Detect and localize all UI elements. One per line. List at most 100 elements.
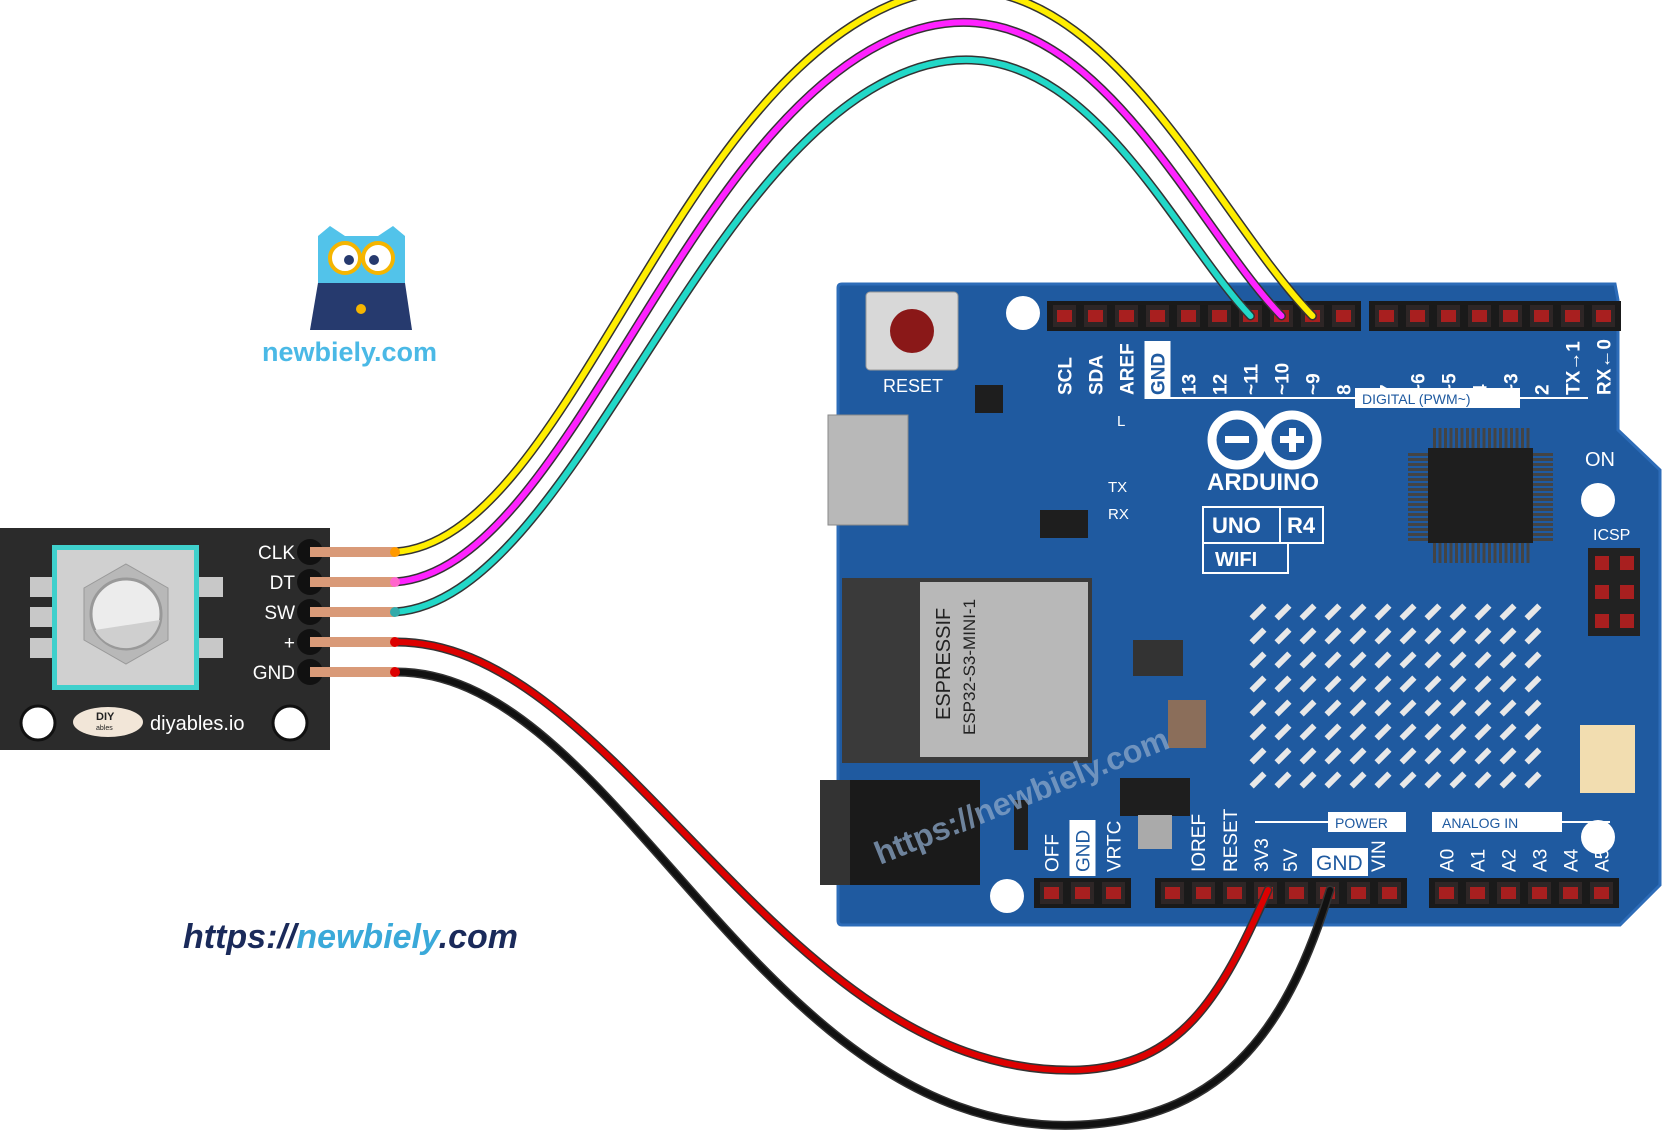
- crystal: [1168, 700, 1206, 748]
- digital-pwm-label: DIGITAL (PWM~): [1362, 391, 1471, 407]
- voltage-regulator: [1120, 778, 1190, 816]
- arduino-logo: [1207, 410, 1322, 470]
- renesas-mcu-chip: [1428, 448, 1533, 543]
- pin-label-5v: 5V: [1281, 848, 1302, 872]
- wire-clk-to-9: [392, 0, 1316, 555]
- analog-header: [1429, 878, 1619, 908]
- wire-plus-to-3v3: [392, 638, 1271, 1074]
- mounting-hole: [1581, 483, 1615, 517]
- pin-label-a5: A5: [1593, 849, 1614, 872]
- variant-text: WIFI: [1215, 549, 1257, 571]
- smd-component: [975, 385, 1003, 413]
- module-pin-lead: [310, 577, 395, 587]
- wire-end-dot: [390, 577, 400, 587]
- analog-header-housing: [1429, 878, 1619, 908]
- reset-button-cap: [890, 309, 934, 353]
- pin-label-3v3: 3V3: [1252, 838, 1273, 872]
- module-brand-text: diyables.io: [150, 713, 245, 735]
- esp32-vendor: ESPRESSIF: [933, 608, 955, 720]
- wire-end-dot: [390, 637, 400, 647]
- pin-label-a1: A1: [1469, 849, 1490, 872]
- module-pin-label-dt: DT: [270, 573, 296, 594]
- pin-label-ioref: IOREF: [1189, 814, 1210, 872]
- led-tx-label: TX: [1108, 479, 1127, 496]
- module-pin-lead: [310, 667, 395, 677]
- module-pin-label-clk: CLK: [258, 543, 295, 564]
- mounting-hole: [271, 704, 309, 742]
- usb-c-connector: [827, 414, 909, 526]
- site-name: newbiely.com: [262, 337, 437, 367]
- icsp-label: ICSP: [1593, 527, 1630, 544]
- model-text: UNO: [1212, 513, 1261, 538]
- digital-pin-labels: SCLSDAAREFGND1312~11~10~987~6~54~32TX→1R…: [1056, 339, 1616, 399]
- mounting-hole: [1581, 820, 1615, 854]
- pin-label-rx-0: RX←0: [1595, 339, 1616, 395]
- led-rx-label: RX: [1108, 506, 1129, 523]
- pin-label-8: 8: [1335, 384, 1356, 395]
- site-url[interactable]: https://newbiely.com: [183, 918, 518, 956]
- pin-label-10: ~10: [1273, 363, 1294, 395]
- module-pin-header: CLK DT SW + GND: [253, 539, 395, 685]
- power-section-label: POWER: [1335, 815, 1388, 831]
- module-pin-lead: [310, 637, 395, 647]
- pin-label-reset: RESET: [1221, 808, 1242, 872]
- pin-label-tx-1: TX→1: [1564, 341, 1585, 395]
- wire-sw-to-11: [392, 57, 1254, 615]
- esp32-model: ESP32-S3-MINI-1: [960, 599, 979, 735]
- newbiely-owl-logo: [310, 226, 412, 330]
- pin-label-12: 12: [1211, 374, 1232, 395]
- pin-label-gnd: GND: [1149, 353, 1170, 395]
- on-led-label: ON: [1585, 449, 1615, 471]
- url-suffix: .com: [439, 918, 518, 956]
- pin-label-11: ~11: [1242, 363, 1263, 395]
- qwiic-connector: [1580, 725, 1635, 793]
- module-pin-label-plus: +: [284, 633, 295, 654]
- arduino-uno-r4-wifi-board: RESET ESPRESSIF ESP32-S3-MINI-1 L TX RX …: [820, 282, 1662, 927]
- pin-label-vin: VIN: [1369, 840, 1390, 872]
- wires: [390, 0, 1335, 1130]
- pin-label-scl: SCL: [1056, 357, 1077, 395]
- wire-end-dot: [390, 547, 400, 557]
- wire-end-dot: [390, 667, 400, 677]
- pin-label-gnd: GND: [1074, 830, 1095, 872]
- pin-label-a0: A0: [1438, 849, 1459, 872]
- mounting-hole: [990, 879, 1024, 913]
- arduino-brand-text: ARDUINO: [1207, 469, 1319, 496]
- diyables-logo: [73, 707, 143, 737]
- mounting-hole: [19, 704, 57, 742]
- smd-component: [1133, 640, 1183, 676]
- module-pin-label-sw: SW: [264, 603, 295, 624]
- diyables-logo-subtext: ables: [96, 725, 113, 732]
- wire-gnd-to-gnd: [392, 668, 1333, 1129]
- pin-label-a4: A4: [1562, 848, 1583, 872]
- wire-end-dot: [390, 607, 400, 617]
- wire-dt-to-10: [392, 19, 1285, 585]
- smd-component: [1040, 510, 1088, 538]
- module-pin-lead: [310, 547, 395, 557]
- power-switch-header: [1034, 878, 1131, 908]
- pin-label-gnd-power: GND: [1316, 852, 1363, 875]
- led-matrix: [1249, 603, 1542, 789]
- url-prefix: https://: [183, 918, 300, 956]
- rotary-encoder-module: DIY ables diyables.io CLK DT SW + GND: [0, 528, 395, 750]
- reset-label: RESET: [883, 376, 943, 396]
- digital-header-right: [1369, 301, 1621, 331]
- pin-label-2: 2: [1533, 384, 1554, 395]
- power-header: [1155, 878, 1407, 908]
- revision-text: R4: [1287, 513, 1316, 538]
- pin-label-aref: AREF: [1118, 343, 1139, 395]
- mounting-hole: [1006, 296, 1040, 330]
- pin-label-a3: A3: [1531, 849, 1552, 872]
- pin-label-vrtc: VRTC: [1105, 821, 1126, 872]
- led-l-label: L: [1117, 413, 1125, 430]
- pin-label-off: OFF: [1043, 834, 1064, 872]
- diyables-logo-text: DIY: [96, 711, 115, 723]
- icsp-header: [1588, 548, 1640, 636]
- module-pin-lead: [310, 607, 395, 617]
- analog-section-label: ANALOG IN: [1442, 815, 1518, 831]
- module-pin-label-gnd: GND: [253, 663, 295, 684]
- pin-label-9: ~9: [1304, 373, 1325, 395]
- pin-label-sda: SDA: [1087, 355, 1108, 395]
